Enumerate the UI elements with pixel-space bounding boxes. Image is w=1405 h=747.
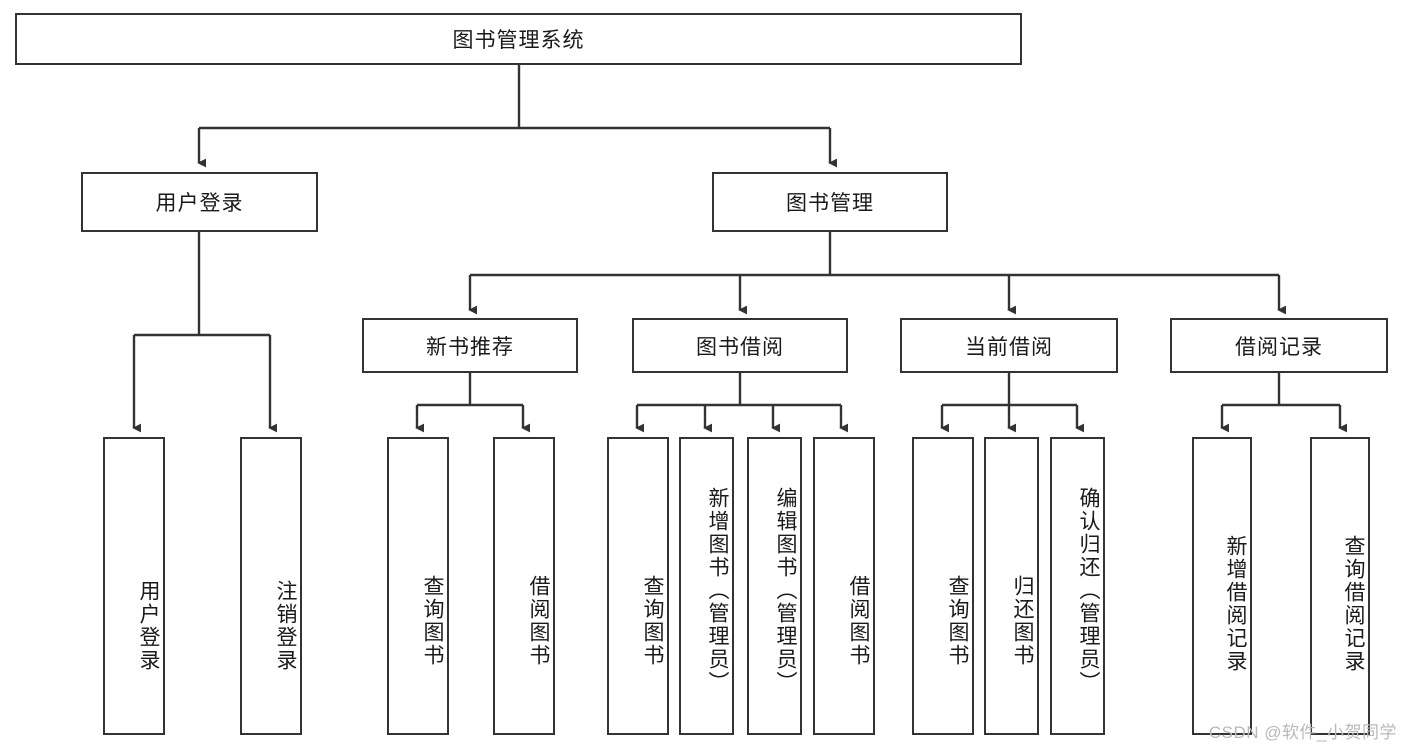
- node-label: 用户登录: [155, 192, 244, 215]
- leaf-query-book-1[interactable]: 查询图书: [387, 437, 449, 735]
- leaf-query-book-2[interactable]: 查询图书: [607, 437, 669, 735]
- node-label: 图书管理: [786, 192, 874, 215]
- node-label: 当前借阅: [965, 335, 1053, 359]
- node-book-management-system[interactable]: 图书管理系统: [15, 13, 1022, 65]
- node-label: 查询图书: [421, 575, 444, 667]
- node-label: 新书推荐: [426, 335, 514, 359]
- node-label: 新增图书（管理员）: [706, 486, 729, 694]
- node-label: 借阅记录: [1235, 335, 1323, 359]
- node-label: 查询图书: [641, 575, 664, 667]
- node-current-borrow[interactable]: 当前借阅: [900, 318, 1118, 373]
- node-label: 注销登录: [274, 580, 297, 672]
- leaf-user-login[interactable]: 用户登录: [103, 437, 165, 735]
- leaf-logout-login[interactable]: 注销登录: [240, 437, 302, 735]
- node-label: 用户登录: [137, 580, 160, 672]
- node-label: 新增借阅记录: [1224, 534, 1247, 673]
- node-label: 图书借阅: [696, 335, 784, 359]
- leaf-add-borrow-record[interactable]: 新增借阅记录: [1192, 437, 1252, 735]
- node-user-login[interactable]: 用户登录: [81, 172, 318, 232]
- leaf-return-book[interactable]: 归还图书: [984, 437, 1039, 735]
- leaf-borrow-book-2[interactable]: 借阅图书: [813, 437, 875, 735]
- leaf-add-book[interactable]: 新增图书（管理员）: [679, 437, 734, 735]
- leaf-confirm-return[interactable]: 确认归还（管理员）: [1050, 437, 1105, 735]
- node-label: 查询借阅记录: [1342, 534, 1365, 673]
- node-borrow-record[interactable]: 借阅记录: [1170, 318, 1388, 373]
- leaf-borrow-book-1[interactable]: 借阅图书: [493, 437, 555, 735]
- node-new-book-recommend[interactable]: 新书推荐: [362, 318, 578, 373]
- node-label: 确认归还（管理员）: [1077, 486, 1100, 694]
- node-label: 借阅图书: [527, 575, 550, 667]
- node-book-management[interactable]: 图书管理: [712, 172, 948, 232]
- leaf-query-borrow-record[interactable]: 查询借阅记录: [1310, 437, 1370, 735]
- node-label: 归还图书: [1011, 575, 1034, 667]
- node-book-borrow[interactable]: 图书借阅: [632, 318, 848, 373]
- leaf-query-book-3[interactable]: 查询图书: [912, 437, 974, 735]
- leaf-edit-book[interactable]: 编辑图书（管理员）: [747, 437, 802, 735]
- node-label: 编辑图书（管理员）: [774, 486, 797, 694]
- node-label: 图书管理系统: [452, 29, 585, 52]
- node-label: 借阅图书: [847, 575, 870, 667]
- node-label: 查询图书: [946, 575, 969, 667]
